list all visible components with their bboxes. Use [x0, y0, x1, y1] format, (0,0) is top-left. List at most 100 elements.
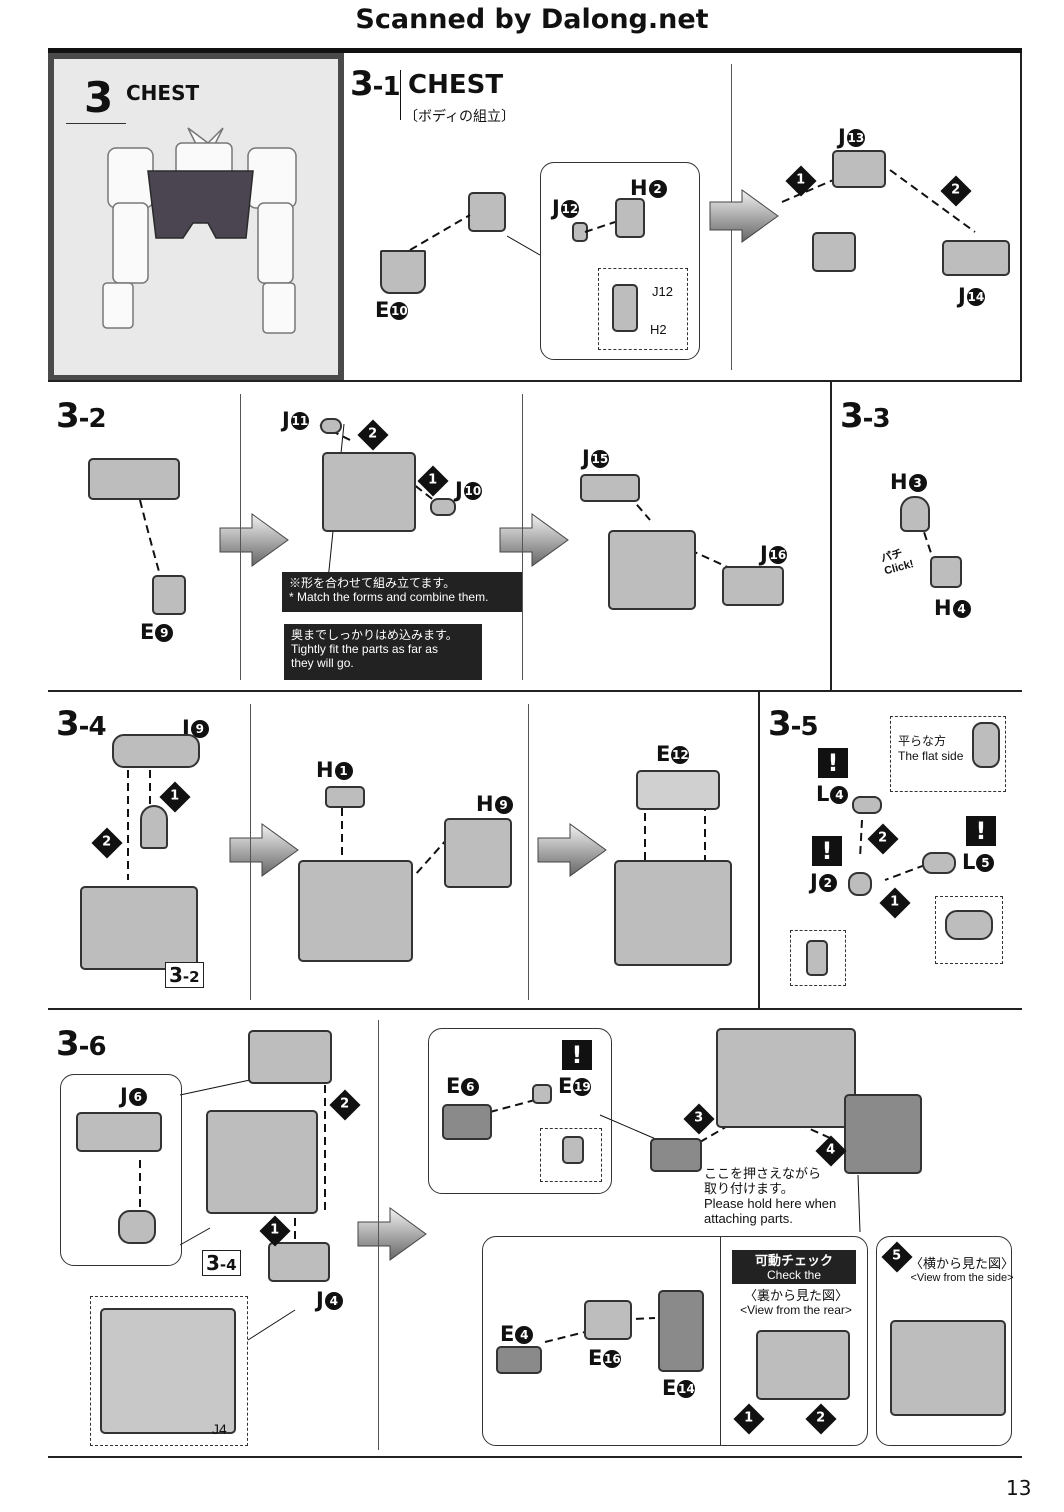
- part-j16: [722, 566, 784, 606]
- part-j4-detail: [100, 1308, 236, 1434]
- part-e12: [636, 770, 720, 810]
- step-3-4-label: 3-4: [56, 704, 107, 744]
- intro-panel: 3 CHEST: [48, 53, 344, 381]
- part-e10: [380, 250, 426, 294]
- step-3-1-panel: [344, 53, 1022, 382]
- part-flat-side: [972, 722, 1000, 768]
- label-j12-small: J12: [652, 284, 673, 299]
- detail-inset: [935, 896, 1003, 964]
- part-e14: [658, 1290, 704, 1372]
- part-chest-3-1: [812, 232, 856, 272]
- e6-detail-box: [428, 1028, 612, 1194]
- detail-inset: [790, 930, 846, 986]
- side-view-box: [876, 1236, 1012, 1446]
- part-chest-3-4: [80, 886, 198, 970]
- part-e6-attach: [650, 1138, 702, 1172]
- part-chest-3-2b: [322, 452, 416, 532]
- warning-icon: !: [562, 1040, 592, 1070]
- step-3-1-subtitle: 〔ボディの組立〕: [404, 108, 516, 124]
- detail-inset: [540, 1128, 602, 1182]
- page-number: 13: [1006, 1476, 1032, 1500]
- part-rear-view: [756, 1330, 850, 1400]
- step-3-1-detail-box: [540, 162, 700, 360]
- part-j9: [112, 734, 200, 768]
- part-chest-3-2: [88, 458, 180, 500]
- part-chest-upper: [468, 192, 506, 232]
- divider: [240, 394, 241, 680]
- rear-view-label: 〈裏から見た図〉<View from the rear>: [740, 1288, 852, 1317]
- part-side-view: [890, 1320, 1006, 1416]
- part-j4: [268, 1242, 330, 1282]
- divider: [830, 381, 832, 691]
- label-j4-small: J4: [212, 1421, 227, 1437]
- j4-detail-box: [90, 1296, 248, 1446]
- part-chest-3-4b: [298, 860, 413, 962]
- part-e6: [442, 1104, 492, 1140]
- side-view-label: 〈横から見た図〉<View from the side>: [910, 1256, 1015, 1284]
- part-ball-joint: [140, 805, 168, 849]
- divider: [522, 394, 523, 680]
- warning-icon: !: [812, 836, 842, 866]
- step-3-1-title: CHEST: [408, 70, 504, 100]
- scan-credit: Scanned by Dalong.net: [355, 4, 709, 35]
- part-j6-joint: [118, 1210, 156, 1244]
- row-rule-1: [48, 380, 1022, 382]
- part-l4: [852, 796, 882, 814]
- warning-icon: !: [818, 748, 848, 778]
- part-j2: [848, 872, 872, 896]
- part-h4: [930, 556, 962, 588]
- part-chest-3-4c: [614, 860, 732, 966]
- intro-number: 3: [84, 73, 113, 122]
- part-chest-3-2c: [608, 530, 696, 610]
- divider: [378, 1020, 379, 1450]
- step-3-1-label-divider: [400, 70, 401, 120]
- divider: [720, 1236, 721, 1446]
- step-3-2-label: 3-2: [56, 396, 107, 436]
- part-j13: [832, 150, 886, 188]
- row-rule-3: [48, 1008, 1022, 1010]
- part-j14: [942, 240, 1010, 276]
- bottom-rule: [48, 1456, 1022, 1458]
- part-e19-detail: [562, 1136, 584, 1164]
- part-e14-attach: [844, 1094, 922, 1174]
- note-tightly-fit: 奥までしっかりはめ込みます。 Tightly fit the parts as …: [284, 624, 482, 680]
- intro-underline: [66, 123, 126, 124]
- j6-detail-box: [60, 1074, 182, 1266]
- part-h2: [615, 198, 645, 238]
- detail-inset: [598, 268, 688, 350]
- part-e16: [584, 1300, 632, 1340]
- step-3-5-label: 3-5: [768, 704, 819, 744]
- row-rule-2: [48, 690, 1022, 692]
- part-l5: [922, 852, 956, 874]
- part-j10: [430, 498, 456, 516]
- part-e4: [496, 1346, 542, 1374]
- top-rule: [48, 48, 1022, 53]
- part-j15: [580, 474, 640, 502]
- part-j6: [76, 1112, 162, 1152]
- part-h9: [444, 818, 512, 888]
